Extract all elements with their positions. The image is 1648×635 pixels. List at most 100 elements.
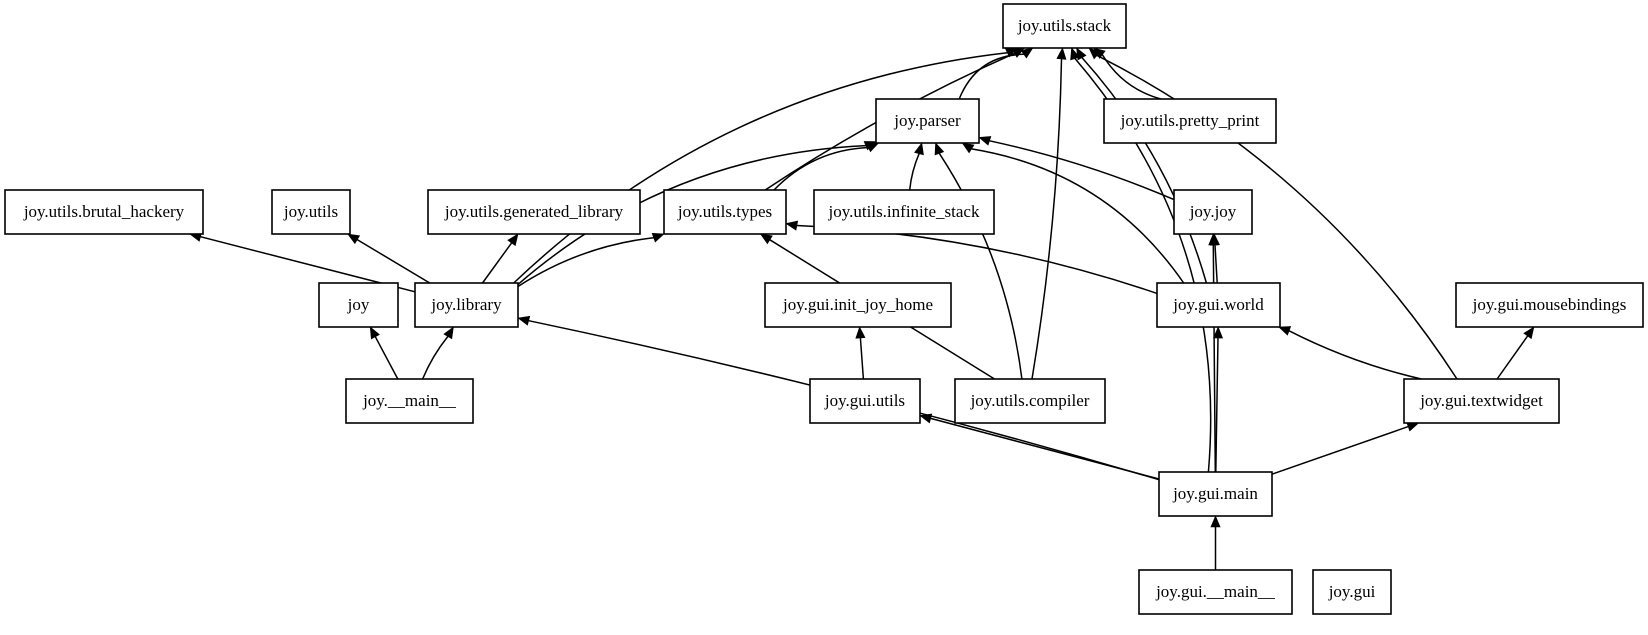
- node-joy-gui[interactable]: joy.gui: [1312, 569, 1392, 615]
- node-label: joy.utils.generated_library: [444, 202, 624, 221]
- edge-joy-gui-world-to-joy-joy: [1214, 244, 1218, 284]
- node-joy-utils-pretty-print[interactable]: joy.utils.pretty_print: [1103, 98, 1277, 144]
- edge-joy-utils-compiler-to-joy-parser: [938, 152, 1023, 380]
- node-box: [271, 189, 351, 235]
- node-box: [1002, 3, 1127, 49]
- edge-joy-library-to-joy-utils-stack: [513, 51, 1008, 284]
- node-label: joy.utils.infinite_stack: [828, 202, 980, 221]
- node-label: joy.utils.pretty_print: [1120, 111, 1260, 130]
- node-joy-gui-init-joy-home[interactable]: joy.gui.init_joy_home: [764, 282, 952, 328]
- nodes-layer: joy.utils.stack joy.parser joy.utils.prett…: [4, 3, 1644, 615]
- arrowhead-joy-utils-compiler-to-joy-parser: [934, 142, 945, 156]
- arrowhead-joy-parser-to-joy-utils-stack: [1020, 47, 1034, 59]
- node-joy-utils-types[interactable]: joy.utils.types: [663, 189, 787, 235]
- node-label: joy.gui.textwidget: [1419, 391, 1543, 410]
- node-label: joy.gui.__main__: [1155, 582, 1275, 601]
- edge-joy-gui-utils-to-joy-gui-init-joy-home: [859, 337, 865, 380]
- node-joy-library[interactable]: joy.library: [414, 282, 519, 328]
- node-box: [318, 282, 399, 328]
- node-joy-utils[interactable]: joy.utils: [271, 189, 351, 235]
- node-box: [1173, 189, 1253, 235]
- arrowhead-joy-utils-types-to-joy-parser: [866, 142, 880, 153]
- node-box: [1403, 378, 1560, 424]
- arrowhead-joy-gui-main-to-joy-gui-main: [1210, 515, 1221, 528]
- node-box: [813, 189, 995, 235]
- node-joy-gui-main[interactable]: joy.gui.main: [1158, 471, 1273, 517]
- node-label: joy.gui.world: [1172, 295, 1264, 314]
- node-box: [954, 378, 1106, 424]
- arrowhead-joy-gui-world-to-joy-parser: [961, 142, 975, 154]
- node-joy-gui-utils[interactable]: joy.gui.utils: [809, 378, 921, 424]
- node-joy-gui-main[interactable]: joy.gui.__main__: [1138, 569, 1293, 615]
- node-joy-utils-generated-library[interactable]: joy.utils.generated_library: [427, 189, 641, 235]
- node-label: joy.utils.stack: [1017, 16, 1112, 35]
- node-joy-utils-compiler[interactable]: joy.utils.compiler: [954, 378, 1106, 424]
- node-joy-utils-brutal-hackery[interactable]: joy.utils.brutal_hackery: [4, 189, 204, 235]
- node-joy-gui-world[interactable]: joy.gui.world: [1156, 282, 1281, 328]
- edge-joy-utils-compiler-to-joy-utils-stack: [1031, 58, 1063, 380]
- node-label: joy.utils.types: [677, 202, 772, 221]
- node-joy-gui-mousebindings[interactable]: joy.gui.mousebindings: [1455, 282, 1644, 328]
- arrowhead-joy-gui-main-to-joy-library: [517, 315, 531, 326]
- node-label: joy.joy: [1189, 202, 1237, 221]
- edge-joy-main-to-joy: [374, 336, 399, 380]
- arrowhead-joy-main-to-joy: [369, 326, 380, 340]
- node-box: [875, 98, 980, 144]
- arrowhead-joy-gui-world-to-joy-utils-types: [785, 220, 799, 231]
- node-box: [663, 189, 787, 235]
- node-joy-utils-stack[interactable]: joy.utils.stack: [1002, 3, 1127, 49]
- node-joy-gui-textwidget[interactable]: joy.gui.textwidget: [1403, 378, 1560, 424]
- node-box: [427, 189, 641, 235]
- edge-joy-main-to-joy-library: [421, 336, 449, 380]
- arrowhead-joy-gui-textwidget-to-joy-gui-world: [1278, 326, 1292, 336]
- edge-joy-utils-types-to-joy-parser: [773, 146, 869, 191]
- edge-joy-gui-main-to-joy-joy: [1212, 244, 1217, 473]
- arrowhead-joy-gui-main-to-joy-joy: [1208, 233, 1219, 246]
- edge-joy-gui-textwidget-to-joy-gui-world: [1288, 330, 1422, 380]
- edge-joy-library-to-joy-utils-generated-library: [481, 242, 513, 284]
- arrowhead-joy-library-to-joy-utils: [347, 233, 361, 245]
- node-joy-joy[interactable]: joy.joy: [1173, 189, 1253, 235]
- arrowhead-joy-main-to-joy-library: [443, 326, 454, 340]
- node-box: [345, 378, 474, 424]
- node-box: [809, 378, 921, 424]
- edge-joy-library-to-joy-parser: [517, 144, 866, 285]
- edge-joy-gui-textwidget-to-joy-utils-stack: [1096, 54, 1458, 380]
- arrowhead-joy-joy-to-joy-parser: [978, 136, 992, 146]
- node-label: joy.utils.brutal_hackery: [23, 202, 185, 221]
- node-label: joy.__main__: [362, 391, 456, 410]
- node-label: joy.gui.init_joy_home: [782, 295, 933, 314]
- node-label: joy.gui: [1328, 582, 1376, 601]
- node-box: [4, 189, 204, 235]
- edge-joy-gui-world-to-joy-parser: [971, 148, 1185, 284]
- node-joy-main[interactable]: joy.__main__: [345, 378, 474, 424]
- node-label: joy.gui.mousebindings: [1472, 295, 1627, 314]
- node-label: joy.library: [430, 295, 502, 314]
- edge-joy-gui-main-to-joy-gui-textwidget: [1271, 425, 1409, 475]
- arrowhead-joy-gui-utils-to-joy-gui-init-joy-home: [855, 326, 866, 339]
- arrowhead-joy-utils-infinite-stack-to-joy-parser: [914, 142, 924, 156]
- node-box: [1138, 569, 1293, 615]
- node-joy[interactable]: joy: [318, 282, 399, 328]
- edge-joy-library-to-joy-utils-types: [517, 236, 654, 288]
- edge-joy-library-to-joy-utils: [356, 238, 431, 284]
- arrowhead-joy-gui-world-to-joy-utils-stack: [1076, 47, 1087, 61]
- node-box: [1156, 282, 1281, 328]
- edge-joy-gui-world-to-joy-utils-stack: [1081, 57, 1208, 284]
- node-joy-utils-infinite-stack[interactable]: joy.utils.infinite_stack: [813, 189, 995, 235]
- node-label: joy.parser: [893, 111, 961, 130]
- node-box: [1312, 569, 1392, 615]
- arrowhead-joy-gui-textwidget-to-joy-utils-stack: [1088, 47, 1101, 60]
- edge-joy-parser-to-joy-utils-stack: [958, 53, 1024, 100]
- node-label: joy.utils.compiler: [970, 391, 1090, 410]
- node-label: joy.gui.main: [1172, 484, 1258, 503]
- edge-joy-utils-infinite-stack-to-joy-parser: [908, 153, 920, 191]
- node-box: [1158, 471, 1273, 517]
- node-joy-parser[interactable]: joy.parser: [875, 98, 980, 144]
- node-label: joy.utils: [283, 202, 338, 221]
- node-box: [414, 282, 519, 328]
- node-label: joy.gui.utils: [824, 391, 905, 410]
- arrowhead-joy-utils-compiler-to-joy-utils-stack: [1056, 47, 1067, 60]
